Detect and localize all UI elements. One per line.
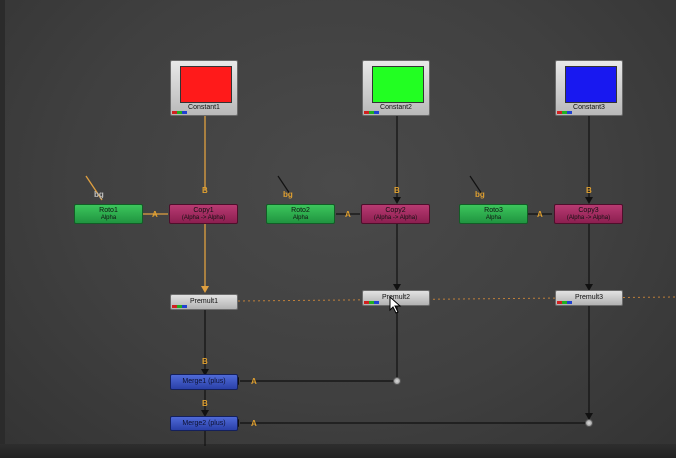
arrow-pointer-icon [389, 296, 402, 314]
constant2-node[interactable]: Constant2 [362, 60, 430, 116]
copy3-node[interactable]: Copy3 (Alpha -> Alpha) [554, 204, 623, 224]
copy1-a-pin-label: A [152, 210, 158, 219]
copy3-label: Copy3 [578, 207, 599, 214]
roto3-bg-input[interactable] [469, 175, 483, 195]
channel-chips [172, 305, 192, 308]
constant2-label: Constant2 [380, 104, 412, 111]
arrowhead-icon [585, 413, 593, 420]
premult3-label: Premult3 [574, 294, 603, 301]
copy2-b-pin-label: B [394, 186, 400, 195]
roto3-node[interactable]: Roto3 Alpha [459, 204, 528, 224]
copy1-node[interactable]: Copy1 (Alpha -> Alpha) [169, 204, 238, 224]
constant1-color-swatch [180, 66, 232, 103]
roto2-sublabel: Alpha [292, 215, 309, 221]
roto1-sublabel: Alpha [100, 215, 117, 221]
merge2-b-pin-label: B [202, 399, 208, 408]
channel-chips [364, 301, 384, 304]
copy2-a-pin-label: A [345, 210, 351, 219]
copy1-label: Copy1 [193, 207, 214, 214]
roto1-bg-pin-label: bg [94, 190, 104, 199]
copy2-sublabel: (Alpha -> Alpha) [373, 215, 418, 221]
channel-chips [557, 111, 577, 114]
arrowhead-icon [393, 284, 401, 291]
merge1-label: Merge1 (plus) [182, 378, 226, 385]
merge1-a-pin-label: A [251, 377, 257, 386]
roto1-node[interactable]: Roto1 Alpha [74, 204, 143, 224]
premult1-node[interactable]: Premult1 [170, 294, 238, 310]
premult1-label: Premult1 [189, 298, 218, 305]
panel-border-left [0, 0, 5, 458]
channel-chips [364, 111, 384, 114]
constant3-node[interactable]: Constant3 [555, 60, 623, 116]
roto3-bg-pin-label: bg [475, 190, 485, 199]
merge1-node[interactable]: Merge1 (plus) [170, 374, 238, 390]
arrowhead-icon [585, 197, 593, 204]
premult2-node[interactable]: Premult2 [362, 290, 430, 306]
arrowhead-icon [201, 410, 209, 417]
wire-elbow-dot[interactable] [585, 419, 593, 427]
merge2-label: Merge2 (plus) [182, 420, 226, 427]
roto2-label: Roto2 [291, 207, 310, 214]
panel-border-bottom [0, 444, 676, 458]
premult3-node[interactable]: Premult3 [555, 290, 623, 306]
channel-chips [557, 301, 577, 304]
copy1-b-pin-label: B [202, 186, 208, 195]
roto2-bg-input[interactable] [277, 175, 291, 195]
premult2-label: Premult2 [381, 294, 410, 301]
merge1-b-pin-label: B [202, 357, 208, 366]
channel-chips [172, 111, 192, 114]
constant1-node[interactable]: Constant1 [170, 60, 238, 116]
arrowhead-icon [585, 284, 593, 291]
roto3-sublabel: Alpha [485, 215, 502, 221]
constant1-label: Constant1 [188, 104, 220, 111]
merge2-a-pin-label: A [251, 419, 257, 428]
wire-elbow-dot[interactable] [393, 377, 401, 385]
constant2-color-swatch [372, 66, 424, 103]
constant3-label: Constant3 [573, 104, 605, 111]
roto2-node[interactable]: Roto2 Alpha [266, 204, 335, 224]
roto1-bg-input[interactable] [85, 175, 103, 201]
roto2-bg-pin-label: bg [283, 190, 293, 199]
arrowhead-icon [201, 369, 209, 376]
copy1-sublabel: (Alpha -> Alpha) [181, 215, 226, 221]
arrowhead-icon [201, 286, 209, 293]
copy2-node[interactable]: Copy2 (Alpha -> Alpha) [361, 204, 430, 224]
roto1-label: Roto1 [99, 207, 118, 214]
roto3-label: Roto3 [484, 207, 503, 214]
copy3-sublabel: (Alpha -> Alpha) [566, 215, 611, 221]
merge2-node[interactable]: Merge2 (plus) [170, 416, 238, 431]
constant3-color-swatch [565, 66, 617, 103]
arrowhead-icon [393, 197, 401, 204]
copy3-a-pin-label: A [537, 210, 543, 219]
copy3-b-pin-label: B [586, 186, 592, 195]
copy2-label: Copy2 [385, 207, 406, 214]
